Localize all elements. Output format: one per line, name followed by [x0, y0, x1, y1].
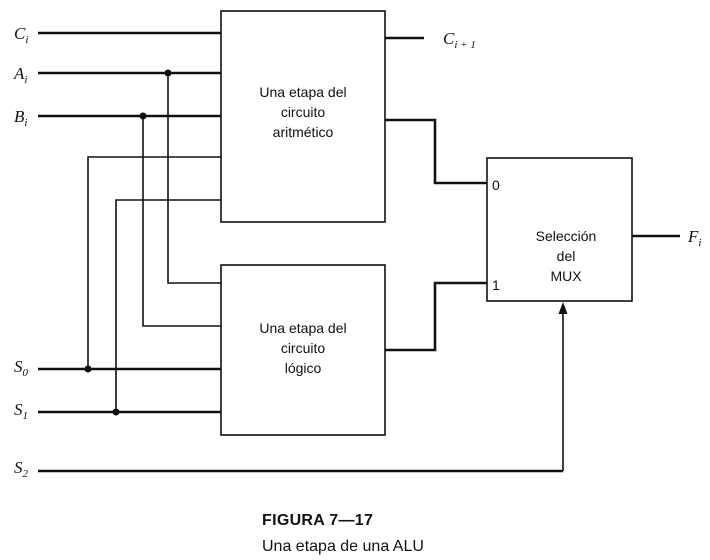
- a-junction-dot: [164, 69, 172, 77]
- arith-label-line1: Una etapa del: [259, 84, 346, 100]
- figure-caption-subtitle: Una etapa de una ALU: [262, 538, 424, 555]
- figure-caption-title: FIGURA 7—17: [262, 512, 374, 529]
- a-branch-wire: [167, 73, 221, 284]
- b-input-label: Bi: [14, 107, 27, 129]
- logic-to-mux-wire: [385, 281, 487, 352]
- s1-branch-wire: [115, 199, 221, 412]
- select-arrow-icon: [558, 302, 568, 314]
- carry-output-label: Ci + 1: [443, 29, 476, 51]
- logic-label-line2: circuito: [281, 340, 326, 356]
- s0-input-label: S0: [14, 357, 29, 379]
- arith-label-line3: aritmético: [273, 124, 334, 140]
- c-input-label: Ci: [14, 24, 28, 46]
- logic-label-line3: lógico: [285, 360, 322, 376]
- mux-input-1-label: 1: [492, 277, 500, 293]
- b-junction-dot: [139, 112, 147, 120]
- arith-to-mux-wire: [385, 118, 487, 185]
- mux-label-line3: MUX: [550, 268, 582, 284]
- mux-block: [486, 157, 633, 302]
- mux-input-0-label: 0: [492, 177, 500, 193]
- arith-label-line2: circuito: [281, 104, 326, 120]
- s1-junction-dot: [112, 408, 120, 416]
- s1-input-label: S1: [14, 400, 28, 422]
- s0-junction-dot: [84, 365, 92, 373]
- logic-label-line1: Una etapa del: [259, 320, 346, 336]
- b-branch-wire: [142, 116, 221, 327]
- logic-circuit-block: [220, 264, 386, 436]
- mux-label-line1: Selección: [536, 228, 597, 244]
- s2-input-label: S2: [14, 458, 29, 480]
- f-output-label: Fi: [687, 227, 701, 249]
- arithmetic-circuit-block: [220, 10, 386, 223]
- a-input-label: Ai: [13, 64, 27, 86]
- s0-branch-wire: [87, 156, 221, 369]
- mux-label-line2: del: [557, 248, 576, 264]
